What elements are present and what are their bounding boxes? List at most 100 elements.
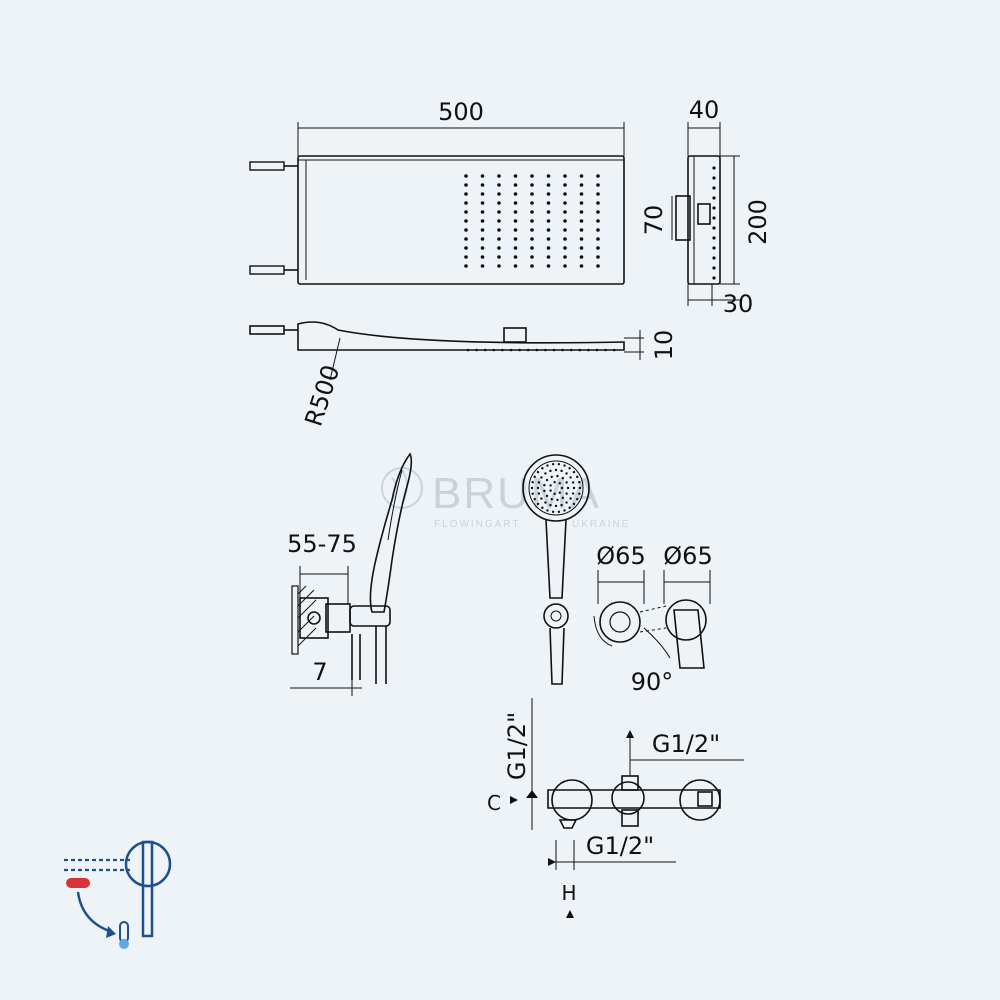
nozzle-dot bbox=[530, 174, 534, 178]
spray-dot bbox=[544, 501, 547, 504]
spray-dot bbox=[572, 470, 576, 474]
nozzle-dot bbox=[596, 192, 600, 196]
nozzle-dot bbox=[513, 183, 518, 187]
nozzle-dot bbox=[563, 246, 567, 250]
nozzle-dot bbox=[513, 174, 518, 178]
spray-dot bbox=[556, 498, 559, 502]
nozzle-dot bbox=[563, 201, 567, 205]
nozzle-dot bbox=[530, 201, 534, 205]
spray-dot bbox=[561, 496, 565, 500]
spray-dot bbox=[550, 498, 553, 501]
nozzle-dot bbox=[483, 348, 487, 352]
spray-dot bbox=[553, 480, 556, 484]
nozzle-dot bbox=[544, 348, 547, 352]
nozzle-dot bbox=[596, 201, 600, 205]
nozzle-dot bbox=[530, 237, 534, 241]
nozzle-dot bbox=[464, 264, 468, 268]
nozzle-dot bbox=[480, 174, 485, 178]
nozzle-dot bbox=[578, 348, 582, 352]
nozzle-dot bbox=[464, 255, 468, 259]
nozzle-dot bbox=[563, 255, 567, 259]
spray-dot bbox=[543, 489, 546, 493]
nozzle-dot bbox=[513, 246, 518, 250]
nozzle-dot bbox=[513, 264, 518, 268]
nozzle-dot bbox=[526, 348, 530, 352]
nozzle-dot bbox=[497, 174, 501, 178]
shower-head-front-view bbox=[249, 122, 625, 285]
hand-shower-front-view bbox=[522, 454, 590, 685]
thread-vertical-label: G1/2" bbox=[503, 712, 531, 780]
nozzle-dot bbox=[596, 219, 600, 223]
watermark-brand: BRUMA bbox=[432, 469, 601, 518]
nozzle-dot bbox=[563, 183, 567, 187]
nozzle-dot bbox=[530, 219, 534, 223]
spray-dot bbox=[540, 497, 543, 500]
spray-dot bbox=[560, 503, 563, 507]
nozzle-dot bbox=[612, 348, 616, 352]
dimension-wall-depth-label: 55-75 bbox=[287, 530, 357, 558]
spray-dot bbox=[530, 486, 534, 490]
nozzle-dot bbox=[546, 219, 551, 223]
spray-dot bbox=[571, 481, 575, 484]
nozzle-dot bbox=[497, 228, 501, 232]
spray-dot bbox=[560, 469, 563, 473]
nozzle-dot bbox=[513, 237, 518, 241]
nozzle-dot bbox=[604, 348, 607, 352]
dimension-depth-40-label: 40 bbox=[689, 96, 720, 124]
spray-dot bbox=[540, 476, 543, 479]
dimension-width-label: 500 bbox=[438, 98, 484, 126]
nozzle-dot bbox=[546, 192, 551, 196]
hot-indicator-icon bbox=[66, 878, 90, 888]
nozzle-dot bbox=[480, 183, 485, 187]
shower-head-side-view bbox=[671, 122, 742, 306]
nozzle-dot bbox=[579, 237, 584, 241]
nozzle-dot bbox=[712, 186, 716, 190]
spray-dot bbox=[560, 486, 564, 490]
spray-dot bbox=[545, 494, 549, 498]
spray-dot bbox=[578, 481, 581, 484]
spray-dot bbox=[550, 475, 553, 478]
nozzle-dot bbox=[596, 210, 600, 214]
spray-dot bbox=[576, 497, 579, 501]
nozzle-dot bbox=[497, 237, 501, 241]
nozzle-dot bbox=[535, 348, 539, 352]
spray-dot bbox=[556, 474, 559, 478]
nozzle-dot bbox=[513, 192, 518, 196]
watermark-tagline-suffix: UKRAINE bbox=[572, 519, 630, 530]
diameter-left-label: Ø65 bbox=[596, 542, 645, 570]
watermark-tagline: FLOWINGART bbox=[434, 519, 520, 530]
nozzle-dot bbox=[497, 192, 501, 196]
diameter-right-label: Ø65 bbox=[663, 542, 712, 570]
nozzle-dot bbox=[563, 228, 567, 232]
dimension-depth-30-label: 30 bbox=[723, 290, 754, 318]
nozzle-dot bbox=[712, 256, 716, 260]
nozzle-dot bbox=[596, 246, 600, 250]
spray-dot bbox=[536, 470, 540, 474]
nozzle-dot bbox=[464, 210, 468, 214]
nozzle-dot bbox=[596, 174, 600, 178]
spray-dot bbox=[533, 475, 536, 479]
nozzle-dot bbox=[497, 219, 501, 223]
nozzle-dot bbox=[596, 183, 600, 187]
dimension-thickness-label: 10 bbox=[650, 330, 678, 361]
dimension-radius-label: R500 bbox=[299, 361, 345, 429]
nozzle-dot bbox=[712, 216, 716, 220]
spray-dot bbox=[549, 469, 552, 473]
thermometer-icon bbox=[119, 921, 129, 949]
nozzle-dot bbox=[563, 192, 567, 196]
spray-dot bbox=[557, 462, 561, 466]
nozzle-dot bbox=[464, 201, 468, 205]
concealed-body-view bbox=[531, 698, 744, 870]
nozzle-dot bbox=[561, 348, 564, 352]
spray-dot bbox=[536, 486, 540, 490]
nozzle-dot bbox=[464, 183, 468, 187]
nozzle-dot bbox=[480, 228, 485, 232]
spray-dot bbox=[545, 478, 549, 482]
nozzle-dot bbox=[596, 237, 600, 241]
nozzle-dot bbox=[579, 201, 584, 205]
spray-dot bbox=[566, 486, 570, 490]
nozzle-dot bbox=[480, 210, 485, 214]
nozzle-dot bbox=[530, 246, 534, 250]
nozzle-dot bbox=[596, 264, 600, 268]
nozzle-dot bbox=[712, 196, 716, 200]
